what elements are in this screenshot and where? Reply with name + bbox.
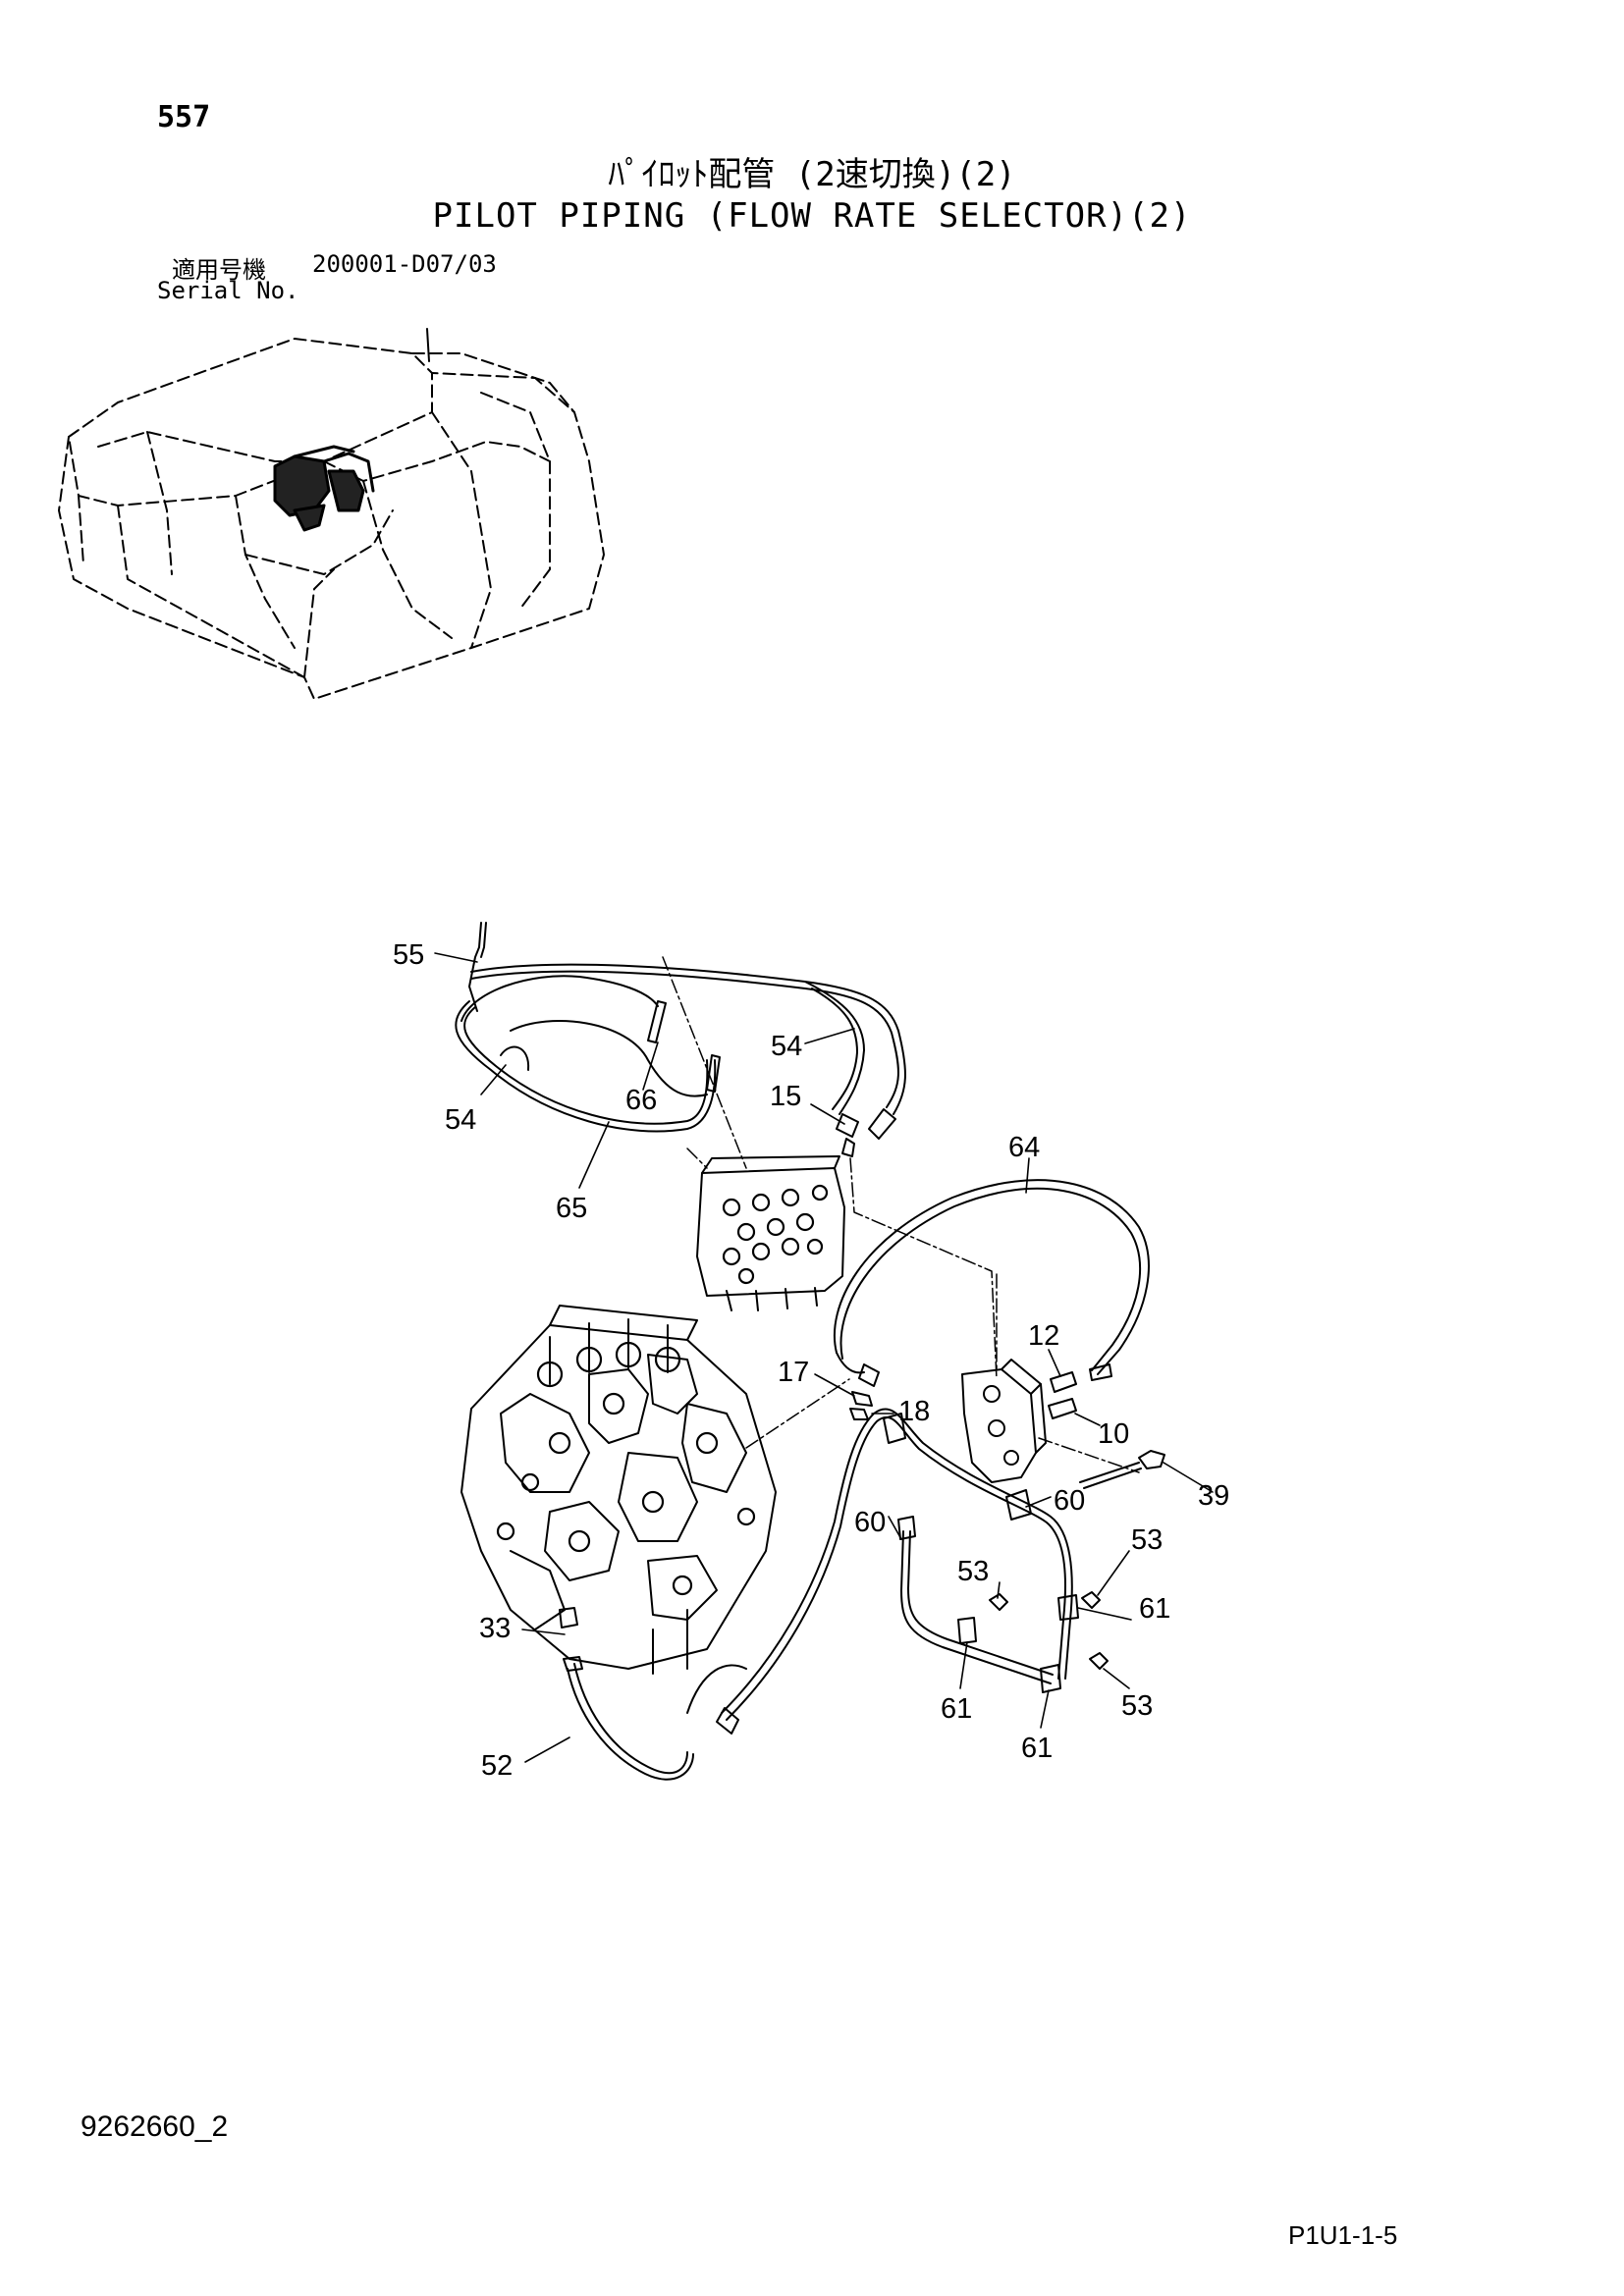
callout-53-lower-right: 53 [1121, 1690, 1153, 1722]
callout-54-upper: 54 [771, 1031, 802, 1062]
callout-17: 17 [778, 1357, 809, 1388]
lower-hose-assembly [559, 1408, 1109, 1781]
serial-label-japanese: 適用号機 [172, 256, 266, 284]
serial-label-english: Serial No. [157, 277, 299, 304]
hose-64 [833, 1179, 1150, 1387]
page-title-english: PILOT PIPING (FLOW RATE SELECTOR)(2) [432, 196, 1192, 236]
callout-61-right: 61 [1139, 1593, 1170, 1625]
upper-hose-assembly [455, 922, 998, 1380]
callout-52: 52 [481, 1750, 513, 1782]
page-number: 557 [157, 100, 211, 134]
callout-10: 10 [1098, 1418, 1129, 1450]
callout-66: 66 [625, 1085, 657, 1116]
leader-lines [434, 952, 1214, 1763]
callout-12: 12 [1028, 1320, 1059, 1352]
callout-33: 33 [479, 1613, 511, 1644]
document-number: 9262660_2 [81, 2110, 229, 2143]
callout-60-left: 60 [854, 1507, 886, 1538]
callout-65: 65 [556, 1193, 587, 1224]
control-valve [460, 1305, 850, 1675]
page-reference: P1U1-1-5 [1288, 2220, 1398, 2250]
callout-61-left: 61 [941, 1693, 972, 1725]
callout-18: 18 [898, 1396, 930, 1427]
page-title-japanese: ﾊﾟｲﾛｯﾄ配管 (2速切換)(2) [608, 155, 1016, 194]
callout-64: 64 [1008, 1132, 1040, 1163]
callout-53-mid: 53 [957, 1556, 989, 1587]
callout-60-right: 60 [1054, 1485, 1085, 1517]
callout-15: 15 [770, 1081, 801, 1112]
selector-valve [849, 1273, 1165, 1489]
callout-54-lower: 54 [445, 1104, 476, 1136]
callout-61-bottom: 61 [1021, 1733, 1053, 1764]
serial-number-range: 200001-D07/03 [312, 250, 497, 278]
callout-39: 39 [1198, 1480, 1229, 1512]
callout-53-upper-right: 53 [1131, 1524, 1163, 1556]
location-thumbnail [58, 328, 605, 700]
callout-numbers: 55 54 54 66 15 65 64 12 17 18 10 39 60 6… [393, 939, 1229, 1782]
callout-55: 55 [393, 939, 424, 971]
